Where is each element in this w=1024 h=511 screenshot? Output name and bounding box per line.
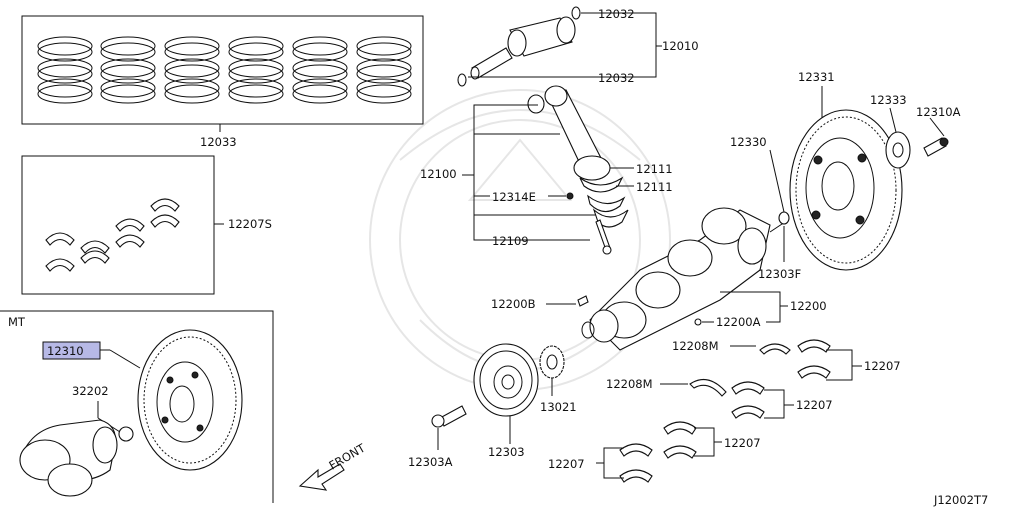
main-bearing-shell[interactable] [731,405,765,419]
label-12310A[interactable]: 12310A [916,105,961,119]
main-bearing-shell[interactable] [797,365,831,379]
bearing-shell[interactable] [45,258,75,272]
label-12314E[interactable]: 12314E [492,190,536,204]
crank-key[interactable] [577,295,589,307]
label-12033[interactable]: 12033 [200,135,237,149]
main-bearing-shell[interactable] [731,381,765,395]
drive-plate[interactable] [789,109,903,271]
label-12200[interactable]: 12200 [790,299,827,313]
piston-ring-set[interactable] [164,36,220,104]
thrust-washer-a[interactable] [759,343,791,355]
piston-ring-set[interactable] [292,36,348,104]
label-12310[interactable]: 12310 [47,344,84,358]
pilot-bushing-at[interactable] [778,211,790,225]
rod-bolt[interactable] [595,219,612,255]
label-12208M-b[interactable]: 12208M [606,377,653,391]
piston-ring-set[interactable] [100,36,156,104]
label-12010[interactable]: 12010 [662,39,699,53]
front-arrow: FRONT [298,440,369,491]
main-bearing-shell[interactable] [663,445,697,459]
label-12109[interactable]: 12109 [492,234,529,248]
small-end-bushing[interactable] [527,94,545,114]
label-12207-c[interactable]: 12207 [724,436,761,450]
label-32202[interactable]: 32202 [72,384,109,398]
snap-ring-top[interactable] [571,6,581,20]
piston-ring-set[interactable] [37,36,93,104]
bearing-shell[interactable] [150,198,180,212]
piston-rings-box: 12033 [21,15,424,149]
label-13021[interactable]: 13021 [540,400,577,414]
rod-bearing-upper[interactable] [579,176,624,193]
mt-crankshaft-end [19,419,118,497]
pulley-bolt[interactable] [431,405,467,428]
thrust-washer-b[interactable] [689,378,727,397]
reinforcement-plate[interactable] [885,131,911,169]
crank-plug[interactable] [694,318,702,326]
main-bearings-box: 12207S [21,155,272,295]
label-12200B[interactable]: 12200B [491,297,536,311]
label-12111-b[interactable]: 12111 [636,180,673,194]
bearing-shell[interactable] [150,214,180,228]
crank-sprocket[interactable] [539,345,565,379]
label-12303F[interactable]: 12303F [758,267,801,281]
main-bearing-shell[interactable] [619,469,653,483]
label-12207-b[interactable]: 12207 [796,398,833,412]
main-bearing-shell[interactable] [619,443,653,457]
piston-rings-frame [21,15,424,125]
label-12200A[interactable]: 12200A [716,315,761,329]
label-12303A[interactable]: 12303A [408,455,453,469]
piston-pin[interactable] [470,47,513,80]
mt-box: MT 12310 32202 [0,310,274,503]
bearing-shell[interactable] [115,234,145,248]
mt-flywheel[interactable] [137,329,243,471]
crankshaft[interactable] [581,207,786,351]
label-12207S[interactable]: 12207S [228,217,272,231]
connecting-rod[interactable] [544,85,611,181]
label-12100[interactable]: 12100 [420,167,457,181]
crank-pulley[interactable] [473,343,539,417]
main-bearing-shell[interactable] [797,339,831,353]
bearing-shell[interactable] [80,240,110,254]
main-bearing-pairs [619,339,831,483]
rod-bearing-lower[interactable] [587,194,626,213]
label-12207-a[interactable]: 12207 [864,359,901,373]
label-12111-a[interactable]: 12111 [636,162,673,176]
connecting-rod-assembly: 12100 12111 12111 12314E 12109 [420,85,673,255]
rod-nut[interactable] [566,192,574,200]
bearing-shells [45,198,180,272]
bearing-shell[interactable] [115,218,145,232]
snap-ring-bottom[interactable] [457,73,467,87]
label-12208M-a[interactable]: 12208M [672,339,719,353]
label-12032-bottom[interactable]: 12032 [598,71,635,85]
label-12331[interactable]: 12331 [798,70,835,84]
main-bearings-frame [21,155,215,295]
mt-frame [0,310,274,503]
label-12333[interactable]: 12333 [870,93,907,107]
label-12303[interactable]: 12303 [488,445,525,459]
piston-assembly: 12032 12010 12032 [457,6,699,87]
piston-ring-set[interactable] [356,36,412,104]
pilot-bushing[interactable] [118,426,134,442]
piston-ring-set[interactable] [228,36,284,104]
label-12330[interactable]: 12330 [730,135,767,149]
mt-section-title: MT [8,315,26,329]
label-12032-top[interactable]: 12032 [598,7,635,21]
bearing-shell[interactable] [80,250,110,264]
main-bearing-shell[interactable] [663,421,697,435]
label-12207-d[interactable]: 12207 [548,457,585,471]
highlight-12310 [43,342,100,359]
piston-ring-sets [37,36,412,104]
front-arrow-label: FRONT [327,440,369,472]
drive-plate-bolt[interactable] [923,137,949,157]
piston[interactable] [507,16,576,57]
drawing-code: J12002T7 [933,493,988,507]
bearing-shell[interactable] [45,232,75,246]
